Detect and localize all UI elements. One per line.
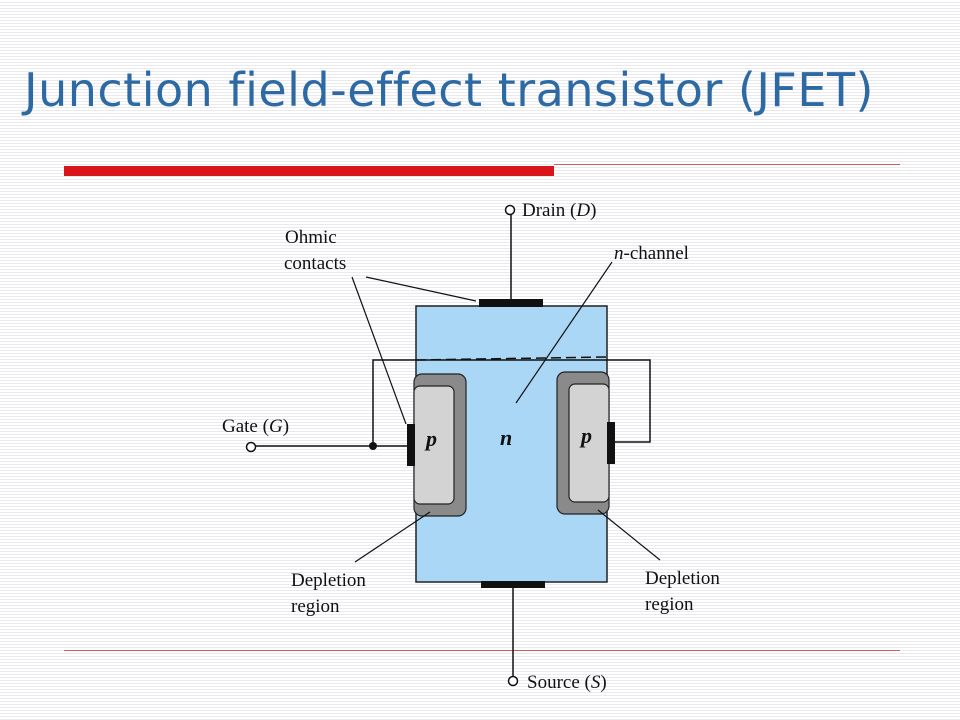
depletion-left-line2: region — [291, 596, 340, 617]
drain-label-symbol: D — [575, 200, 590, 221]
drain-terminal — [504, 204, 516, 216]
gate-label-prefix: Gate ( — [222, 416, 269, 437]
ohmic-label-line1: Ohmic — [285, 227, 337, 248]
source-terminal — [507, 675, 519, 687]
ohmic-pointer-gate — [351, 276, 407, 425]
gate-terminal — [245, 441, 257, 453]
n-channel-label-suffix: -channel — [624, 243, 689, 264]
gate-contact-left — [407, 424, 415, 466]
title-underline-thick — [64, 166, 554, 176]
title-underline-thin — [554, 164, 900, 165]
gate-label-suffix: ) — [283, 416, 289, 437]
ohmic-pointer-drain — [365, 276, 477, 302]
bottom-rule — [64, 650, 900, 651]
source-label-symbol: S — [591, 672, 601, 693]
gate-label-symbol: G — [269, 416, 283, 437]
source-label-suffix: ) — [600, 672, 606, 693]
source-contact — [481, 581, 545, 588]
drain-label-prefix: Drain ( — [522, 200, 576, 221]
depletion-right-pointer — [597, 509, 661, 561]
drain-contact — [479, 299, 543, 307]
gate-contact-right — [607, 422, 615, 464]
depletion-left-pointer — [354, 511, 431, 563]
n-center-label: n — [500, 425, 512, 450]
p-left-label: p — [424, 426, 437, 451]
gate-loop-wire — [372, 359, 651, 446]
p-right-label: p — [579, 423, 592, 448]
depletion-right-line2: region — [645, 594, 694, 615]
drain-label: Drain (D) — [522, 200, 596, 221]
gate-label: Gate (G) — [222, 416, 289, 437]
drain-label-suffix: ) — [590, 200, 596, 221]
n-channel-label: n-channel — [614, 243, 689, 264]
n-channel-pointer — [515, 261, 613, 404]
source-label: Source (S) — [527, 672, 607, 693]
depletion-right-line1: Depletion — [645, 568, 720, 589]
n-channel-label-prefix: n — [614, 243, 624, 264]
depletion-left-line1: Depletion — [291, 570, 366, 591]
source-label-prefix: Source ( — [527, 672, 591, 693]
slide-title: Junction field-effect transistor (JFET) — [24, 63, 874, 117]
ohmic-label-line2: contacts — [284, 253, 346, 274]
